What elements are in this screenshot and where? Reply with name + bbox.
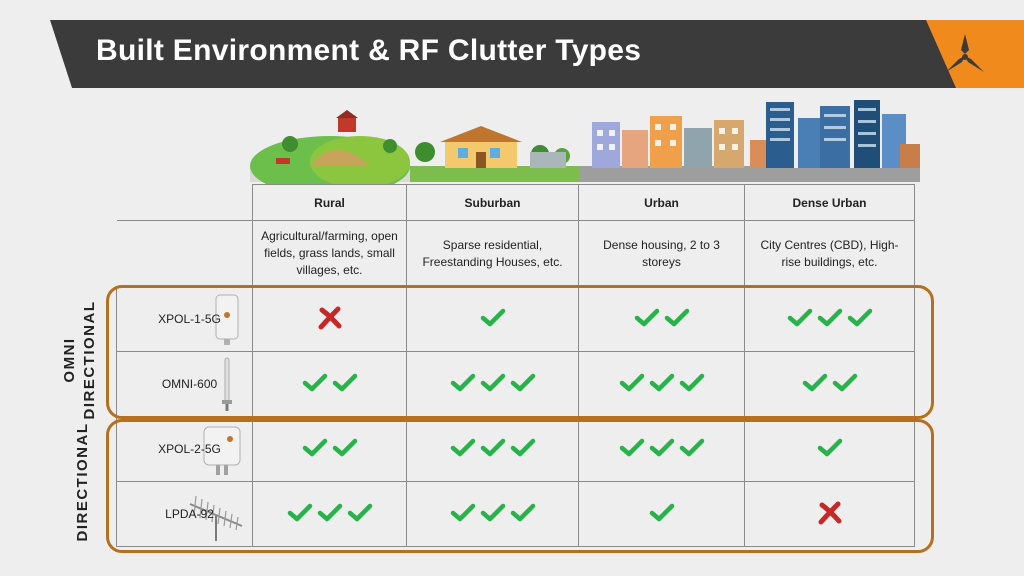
column-header-suburban: Suburban bbox=[406, 184, 579, 221]
rating-cell bbox=[406, 481, 579, 547]
check-icon bbox=[619, 373, 644, 391]
check-icon bbox=[480, 503, 505, 521]
suburban-scene-icon bbox=[410, 126, 580, 182]
lpda-yagi-antenna-icon bbox=[189, 495, 243, 541]
check-icon bbox=[619, 438, 644, 456]
check-icon bbox=[480, 308, 505, 326]
column-description-rural: Agricultural/farming, open fields, grass… bbox=[252, 220, 407, 287]
rating-cell bbox=[578, 286, 745, 352]
page-title: Built Environment & RF Clutter Types bbox=[96, 34, 642, 67]
table-row: LPDA-92 bbox=[116, 481, 915, 547]
column-header-dense-urban: Dense Urban bbox=[744, 184, 915, 221]
check-icon bbox=[649, 438, 674, 456]
group-label-line: DIRECTIONAL bbox=[81, 300, 98, 420]
check-icon bbox=[302, 438, 327, 456]
rating-cell bbox=[252, 351, 407, 417]
urban-scene-icon bbox=[580, 116, 750, 182]
check-icon bbox=[832, 373, 857, 391]
check-icon bbox=[817, 308, 842, 326]
check-icon bbox=[480, 438, 505, 456]
device-cell: XPOL-1-5G bbox=[116, 286, 253, 352]
check-icon bbox=[649, 373, 674, 391]
check-icon bbox=[634, 308, 659, 326]
rating-cell bbox=[252, 416, 407, 482]
rating-cell bbox=[744, 416, 915, 482]
group-label-omni-directional: OMNI DIRECTIONAL bbox=[60, 290, 100, 430]
group-label-line: OMNI bbox=[61, 337, 78, 383]
check-icon bbox=[802, 373, 827, 391]
corner-cell bbox=[116, 184, 253, 221]
column-description-suburban: Sparse residential, Freestanding Houses,… bbox=[406, 220, 579, 287]
rating-cell bbox=[744, 481, 915, 547]
check-icon bbox=[450, 373, 475, 391]
rating-cell bbox=[406, 351, 579, 417]
check-icon bbox=[510, 373, 535, 391]
check-icon bbox=[510, 503, 535, 521]
check-icon bbox=[480, 373, 505, 391]
column-header-rural: Rural bbox=[252, 184, 407, 221]
rating-cell bbox=[578, 416, 745, 482]
check-icon bbox=[847, 308, 872, 326]
omni-pole-antenna-icon bbox=[222, 357, 232, 411]
table-row: OMNI-600 bbox=[116, 351, 915, 417]
check-icon bbox=[649, 503, 674, 521]
table-row: XPOL-2-5G bbox=[116, 416, 915, 482]
rating-cell bbox=[744, 286, 915, 352]
rating-cell bbox=[252, 286, 407, 352]
check-icon bbox=[302, 373, 327, 391]
check-icon bbox=[679, 373, 704, 391]
check-icon bbox=[817, 438, 842, 456]
check-icon bbox=[664, 308, 689, 326]
column-description-dense-urban: City Centres (CBD), High-rise buildings,… bbox=[744, 220, 915, 287]
check-icon bbox=[287, 503, 312, 521]
clutter-type-table: Rural Suburban Urban Dense Urban Agricul… bbox=[116, 184, 915, 547]
check-icon bbox=[332, 373, 357, 391]
xpol-omni-antenna-icon bbox=[215, 294, 239, 345]
tri-blade-logo-icon bbox=[946, 34, 984, 72]
rating-cell bbox=[252, 481, 407, 547]
rating-cell bbox=[578, 351, 745, 417]
check-icon bbox=[450, 438, 475, 456]
device-cell: LPDA-92 bbox=[116, 481, 253, 547]
rating-cell bbox=[406, 286, 579, 352]
column-description-urban: Dense housing, 2 to 3 storeys bbox=[578, 220, 745, 287]
cross-icon bbox=[318, 306, 341, 329]
check-icon bbox=[332, 438, 357, 456]
check-icon bbox=[347, 503, 372, 521]
group-label-directional: DIRECTIONAL bbox=[74, 422, 91, 542]
device-name: LPDA-92 bbox=[165, 507, 214, 521]
table-row: XPOL-1-5G bbox=[116, 286, 915, 352]
device-name: XPOL-2-5G bbox=[158, 442, 221, 456]
device-cell: OMNI-600 bbox=[116, 351, 253, 417]
environment-illustration bbox=[250, 100, 920, 184]
device-name: OMNI-600 bbox=[161, 377, 218, 391]
rating-cell bbox=[578, 481, 745, 547]
cross-icon bbox=[818, 501, 841, 524]
check-icon bbox=[317, 503, 342, 521]
check-icon bbox=[510, 438, 535, 456]
rating-cell bbox=[406, 416, 579, 482]
device-cell: XPOL-2-5G bbox=[116, 416, 253, 482]
check-icon bbox=[450, 503, 475, 521]
title-banner: Built Environment & RF Clutter Types bbox=[50, 20, 1024, 88]
check-icon bbox=[679, 438, 704, 456]
xpol-panel-antenna-icon bbox=[203, 426, 241, 475]
device-name: XPOL-1-5G bbox=[158, 312, 221, 326]
dense-urban-scene-icon bbox=[750, 100, 920, 182]
banner-shape bbox=[50, 20, 1024, 88]
check-icon bbox=[787, 308, 812, 326]
rural-scene-icon bbox=[250, 110, 410, 184]
rating-cell bbox=[744, 351, 915, 417]
corner-cell bbox=[116, 220, 253, 287]
column-header-urban: Urban bbox=[578, 184, 745, 221]
